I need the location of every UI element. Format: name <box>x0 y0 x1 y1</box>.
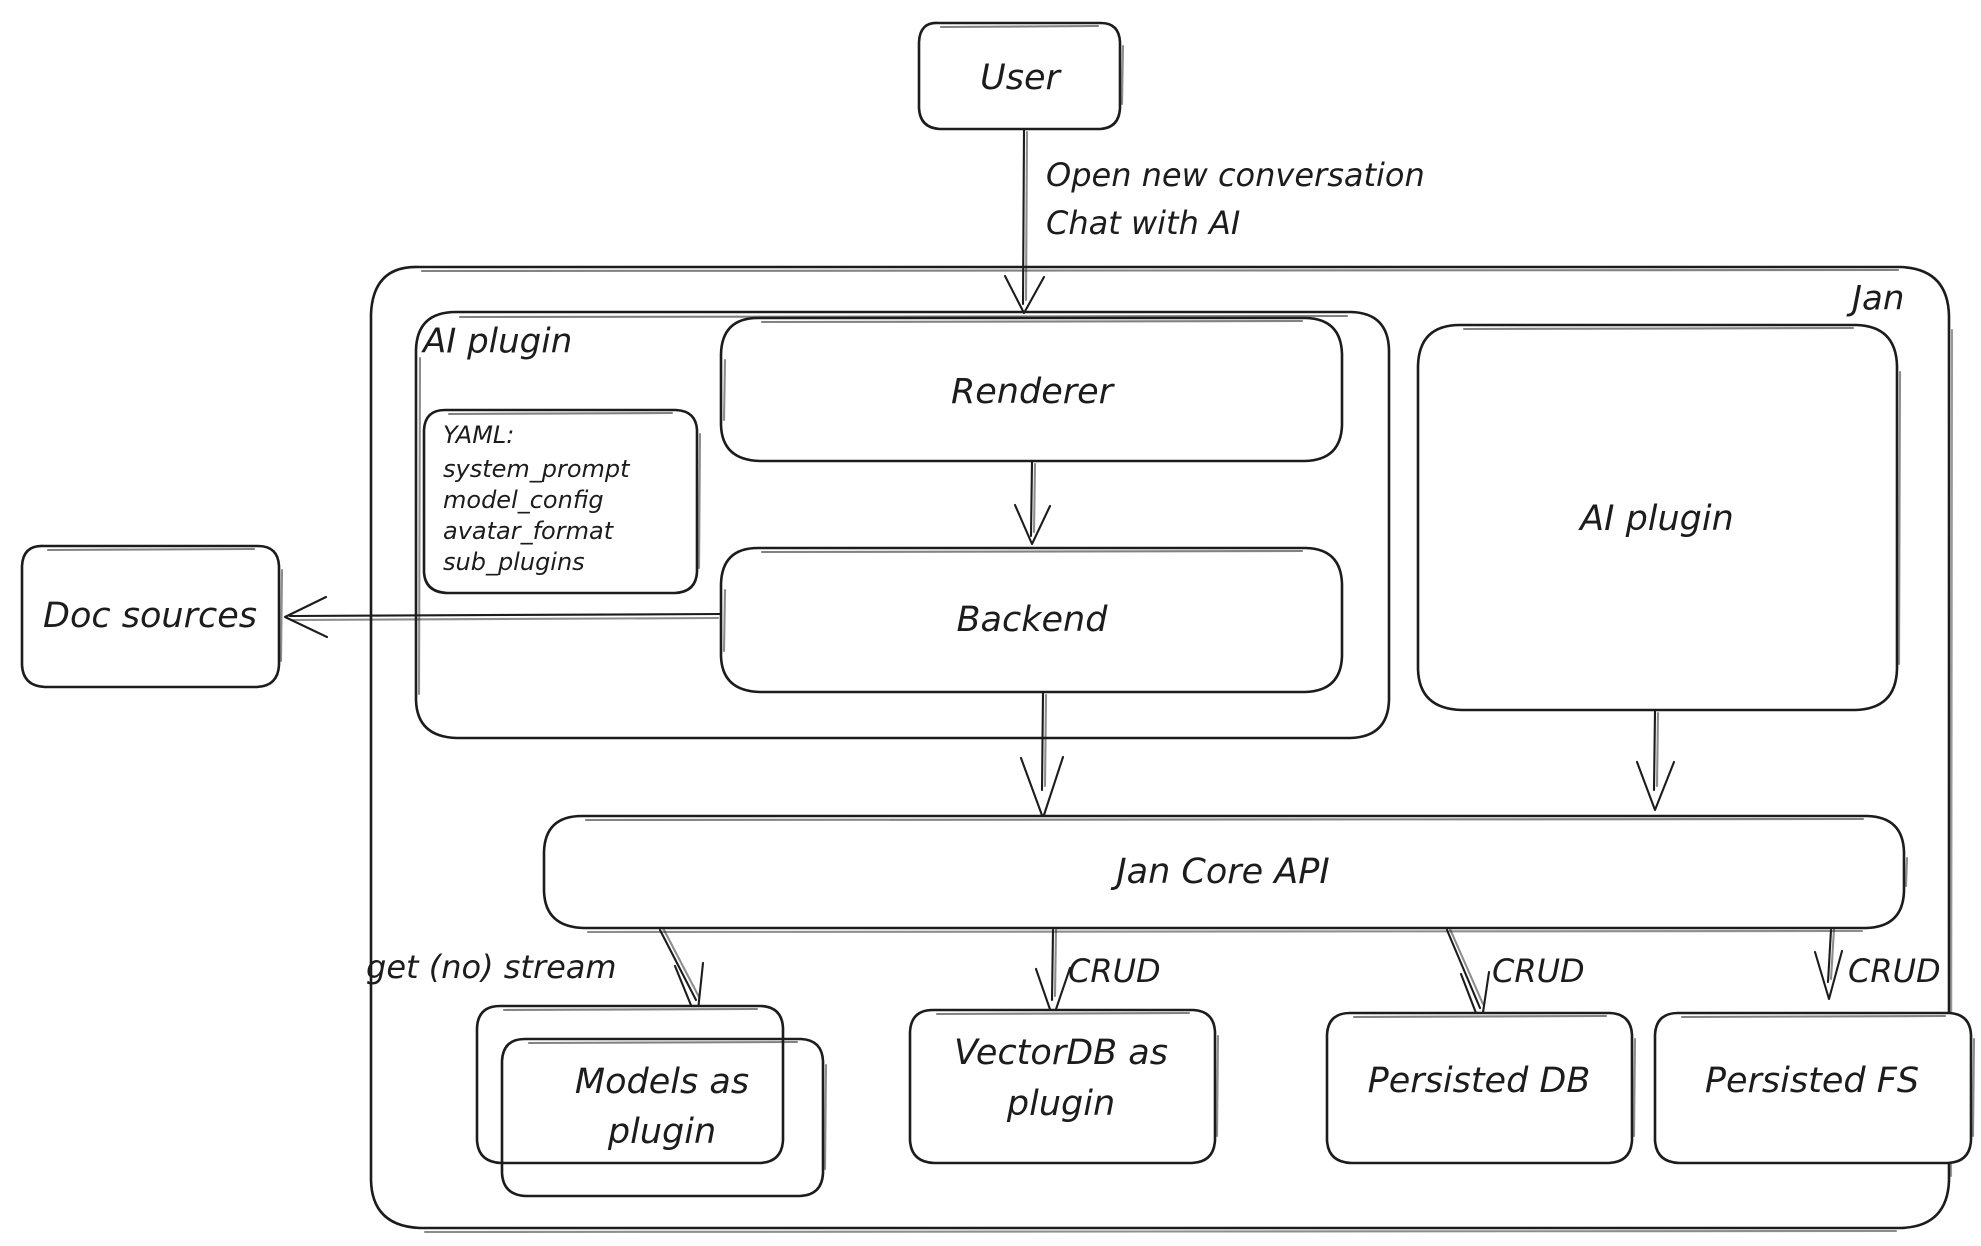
edge-backend-to-core-api <box>1019 691 1065 820</box>
edge-core-api-to-persisted-fs-label: CRUD <box>1848 952 1941 990</box>
yaml-note-line-0: YAML: <box>443 421 514 449</box>
node-backend-label: Backend <box>957 600 1109 640</box>
node-ai-plugin-right[interactable]: AI plugin <box>1416 323 1902 712</box>
edge-core-api-to-persisted-db: CRUD <box>1445 927 1585 1028</box>
node-models-as-plugin[interactable]: Models as plugin <box>475 1004 828 1198</box>
yaml-note-line-4: sub_plugins <box>443 548 585 576</box>
node-doc-sources[interactable]: Doc sources <box>20 544 284 689</box>
node-persisted-db[interactable]: Persisted DB <box>1325 1011 1637 1165</box>
node-models-as-plugin-label-line1: Models as <box>575 1062 749 1102</box>
edge-core-api-to-vectordb: CRUD <box>1034 927 1161 1020</box>
container-jan[interactable]: Jan <box>369 265 1954 1234</box>
edge-core-api-to-models-label: get (no) stream <box>366 948 617 986</box>
edge-core-api-to-vectordb-label: CRUD <box>1068 952 1161 990</box>
node-jan-core-api-label: Jan Core API <box>1110 852 1329 892</box>
node-vectordb-as-plugin[interactable]: VectorDB as plugin <box>908 1008 1220 1165</box>
node-persisted-fs[interactable]: Persisted FS <box>1653 1011 1976 1165</box>
node-vectordb-as-plugin-label-line2: plugin <box>1006 1084 1115 1124</box>
node-user[interactable]: User <box>917 21 1125 131</box>
edge-user-to-renderer: Open new conversation Chat with AI <box>1003 128 1425 315</box>
edge-ai-plugin-to-core-api <box>1635 709 1676 812</box>
node-user-label: User <box>980 58 1062 98</box>
container-ai-plugin-group[interactable]: AI plugin <box>414 310 1391 740</box>
edge-core-api-to-persisted-fs: CRUD <box>1813 927 1941 1001</box>
node-jan-core-api[interactable]: Jan Core API <box>542 814 1909 934</box>
edge-user-to-renderer-label-line1: Open new conversation <box>1046 156 1425 194</box>
yaml-note[interactable]: YAML: system_prompt model_config avatar_… <box>422 408 702 595</box>
edge-core-api-to-models: get (no) stream <box>366 926 705 1022</box>
node-models-as-plugin-label-line2: plugin <box>607 1112 716 1152</box>
yaml-note-line-1: system_prompt <box>443 455 631 483</box>
container-jan-label: Jan <box>1846 279 1904 319</box>
yaml-note-line-2: model_config <box>443 486 604 514</box>
node-backend[interactable]: Backend <box>719 546 1344 694</box>
node-vectordb-as-plugin-label-line1: VectorDB as <box>954 1033 1168 1073</box>
node-renderer-label: Renderer <box>951 372 1116 412</box>
node-persisted-fs-label: Persisted FS <box>1705 1061 1919 1101</box>
node-persisted-db-label: Persisted DB <box>1368 1061 1591 1101</box>
container-ai-plugin-group-label: AI plugin <box>421 322 572 362</box>
node-ai-plugin-right-label: AI plugin <box>1578 499 1734 539</box>
edge-backend-to-doc-sources <box>283 595 722 639</box>
edge-core-api-to-persisted-db-label: CRUD <box>1492 952 1585 990</box>
node-renderer[interactable]: Renderer <box>719 316 1344 463</box>
edge-user-to-renderer-label-line2: Chat with AI <box>1046 204 1240 242</box>
yaml-note-line-3: avatar_format <box>443 517 615 545</box>
node-doc-sources-label: Doc sources <box>43 596 257 636</box>
edge-renderer-to-backend <box>1013 460 1052 546</box>
